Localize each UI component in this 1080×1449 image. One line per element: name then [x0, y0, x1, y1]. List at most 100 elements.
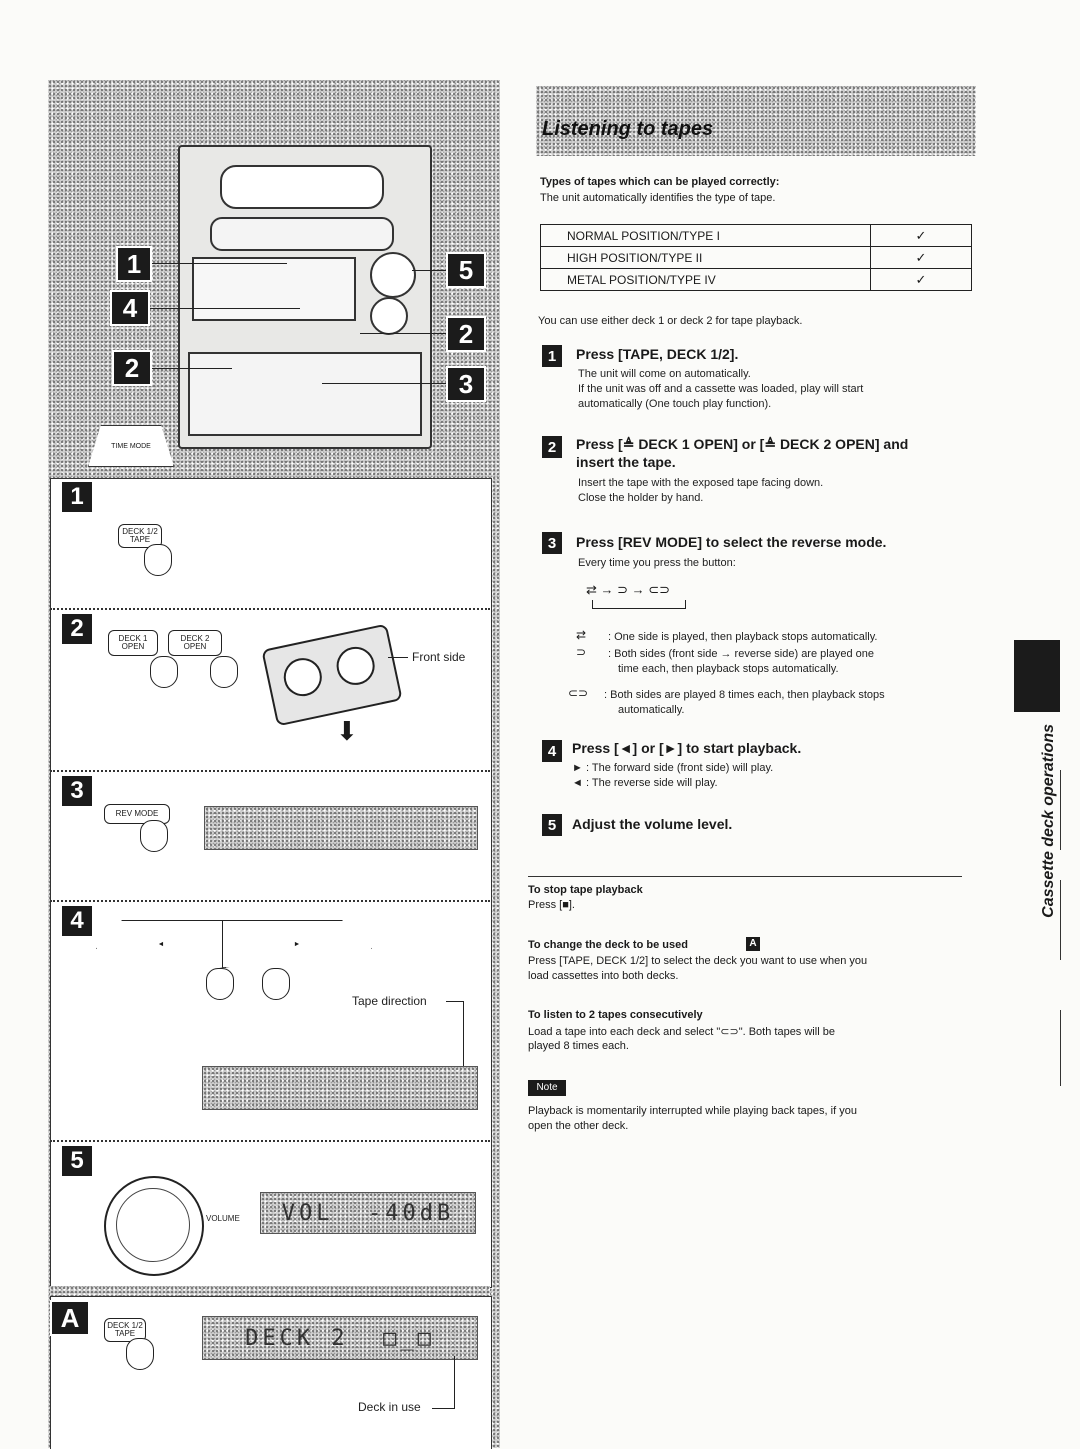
- divider: [50, 1140, 490, 1142]
- time-mode-label: TIME MODE: [111, 442, 151, 450]
- tape-button-label: DECK 1/2 TAPE: [122, 527, 158, 544]
- hand-icon: [210, 656, 238, 688]
- tape-type-name: HIGH POSITION/TYPE II: [540, 246, 871, 269]
- callout-1: 1: [116, 246, 152, 282]
- step-body-line: Close the holder by hand.: [578, 492, 704, 504]
- callout-leader: [152, 263, 287, 264]
- hand-icon: [144, 544, 172, 576]
- down-arrow-icon: ⬇: [336, 716, 358, 746]
- stop-heading: To stop tape playback: [528, 884, 643, 896]
- change-body-line: Press [TAPE, DECK 1/2] to select the dec…: [528, 955, 868, 967]
- side-tab-text: Cassette deck operations: [1040, 724, 1057, 918]
- listen2-body-line: played 8 times each.: [528, 1040, 629, 1052]
- callout-leader: [360, 333, 446, 334]
- step-body-line: ► : The forward side (front side) will p…: [572, 762, 774, 774]
- deck2-open-label: DECK 2 OPEN: [180, 634, 210, 651]
- tape-button-a-label: DECK 1/2 TAPE: [107, 1321, 143, 1338]
- callout-leader: [412, 270, 446, 271]
- callout-5: 5: [446, 252, 486, 288]
- tape-direction-leader: [463, 1001, 464, 1099]
- step-body-line: Insert the tape with the exposed tape fa…: [578, 477, 824, 489]
- hand-icon: [206, 968, 234, 1000]
- panel-num-1: 1: [60, 480, 94, 514]
- callout-2b: 2: [446, 316, 486, 352]
- deck-note: You can use either deck 1 or deck 2 for …: [538, 315, 803, 327]
- lcd-deck2: DECK 2 □_□: [202, 1316, 478, 1360]
- side-rule: [1060, 880, 1061, 960]
- lcd-display-deck: [202, 1066, 478, 1110]
- step-num-5: 5: [542, 814, 562, 836]
- table-row: NORMAL POSITION/TYPE I✓: [540, 224, 972, 247]
- change-heading: To change the deck to be used: [528, 939, 688, 951]
- rev-sequence-loop: [592, 600, 686, 609]
- rev-mode-text: time each, then playback stops automatic…: [618, 663, 839, 675]
- hand-icon: [262, 968, 290, 1000]
- step-body-line: ◄ : The reverse side will play.: [572, 777, 718, 789]
- deck-in-use-label: Deck in use: [358, 1400, 421, 1414]
- tape-types-table: NORMAL POSITION/TYPE I✓ HIGH POSITION/TY…: [540, 224, 972, 291]
- section-divider: [528, 876, 962, 877]
- step-num-2: 2: [542, 436, 562, 458]
- volume-label: VOLUME: [206, 1214, 240, 1223]
- volume-knob-icon: [104, 1176, 204, 1276]
- step-body-line: If the unit was off and a cassette was l…: [578, 383, 864, 395]
- panel-num-2: 2: [60, 612, 94, 646]
- check-icon: ✓: [870, 246, 972, 269]
- rev-mode-symbol: ⊃: [576, 645, 587, 659]
- callout-leader: [322, 383, 446, 384]
- step-body-line: Every time you press the button:: [578, 557, 736, 569]
- divider: [50, 900, 490, 902]
- side-rule: [1060, 770, 1061, 850]
- divider: [50, 608, 490, 610]
- step-heading-2-line2: insert the tape.: [576, 454, 676, 470]
- panel-num-5: 5: [60, 1144, 94, 1178]
- lcd-deck2-text: DECK 2 □_□: [245, 1325, 435, 1351]
- rev-mode-button: REV MODE: [104, 804, 170, 824]
- step-num-4: 4: [542, 740, 562, 762]
- tape-type-name: NORMAL POSITION/TYPE I: [540, 224, 871, 247]
- table-row: HIGH POSITION/TYPE II✓: [540, 246, 972, 269]
- step-heading-1: Press [TAPE, DECK 1/2].: [576, 346, 739, 362]
- rev-mode-text: : Both sides are played 8 times each, th…: [604, 689, 885, 701]
- front-side-label: Front side: [412, 650, 466, 664]
- panel-num-a: A: [50, 1300, 90, 1336]
- stereo-unit-illustration: [178, 145, 432, 449]
- callout-4: 4: [110, 290, 150, 326]
- note-body-line: open the other deck.: [528, 1120, 629, 1132]
- hand-icon: [150, 656, 178, 688]
- rev-mode-symbol: ⇄: [576, 628, 587, 642]
- rev-mode-text: automatically.: [618, 704, 685, 716]
- step-num-1: 1: [542, 345, 562, 367]
- tape-direction-leader: [446, 1001, 464, 1002]
- change-body-line: load cassettes into both decks.: [528, 970, 679, 982]
- rev-mode-symbol: ⊂⊃: [568, 686, 589, 700]
- lcd-volume-text: VOL -40dB: [281, 1200, 455, 1226]
- lcd-display-rev: [204, 806, 478, 850]
- hand-icon: [140, 820, 168, 852]
- step-heading-5: Adjust the volume level.: [572, 816, 733, 832]
- deck1-open-button: DECK 1 OPEN: [108, 630, 158, 656]
- step-heading-3: Press [REV MODE] to select the reverse m…: [576, 534, 887, 550]
- step-heading-4: Press [◄] or [►] to start playback.: [572, 740, 802, 756]
- rev-mode-label: REV MODE: [115, 809, 159, 818]
- step-body-line: automatically (One touch play function).: [578, 398, 772, 410]
- time-mode-button-illustration: TIME MODE: [88, 425, 174, 467]
- hand-icon: [126, 1338, 154, 1370]
- deck2-open-button: DECK 2 OPEN: [168, 630, 222, 656]
- tape-type-name: METAL POSITION/TYPE IV: [540, 268, 871, 291]
- rev-mode-text: : Both sides (front side → reverse side)…: [608, 648, 874, 660]
- rev-mode-text: : One side is played, then playback stop…: [608, 631, 878, 643]
- callout-3: 3: [446, 366, 486, 402]
- tape-direction-label: Tape direction: [352, 994, 427, 1008]
- deck-in-use-leader: [454, 1356, 455, 1408]
- deck1-open-label: DECK 1 OPEN: [118, 634, 148, 651]
- note-badge: Note: [528, 1080, 566, 1096]
- deck-in-use-leader: [432, 1408, 455, 1409]
- panel-num-4: 4: [60, 904, 94, 938]
- listen2-heading: To listen to 2 tapes consecutively: [528, 1009, 703, 1021]
- page-title: Listening to tapes: [542, 118, 714, 140]
- front-side-leader: [388, 657, 408, 658]
- step-num-3: 3: [542, 532, 562, 554]
- stop-body: Press [■].: [528, 899, 575, 911]
- lcd-volume: VOL -40dB: [260, 1192, 476, 1234]
